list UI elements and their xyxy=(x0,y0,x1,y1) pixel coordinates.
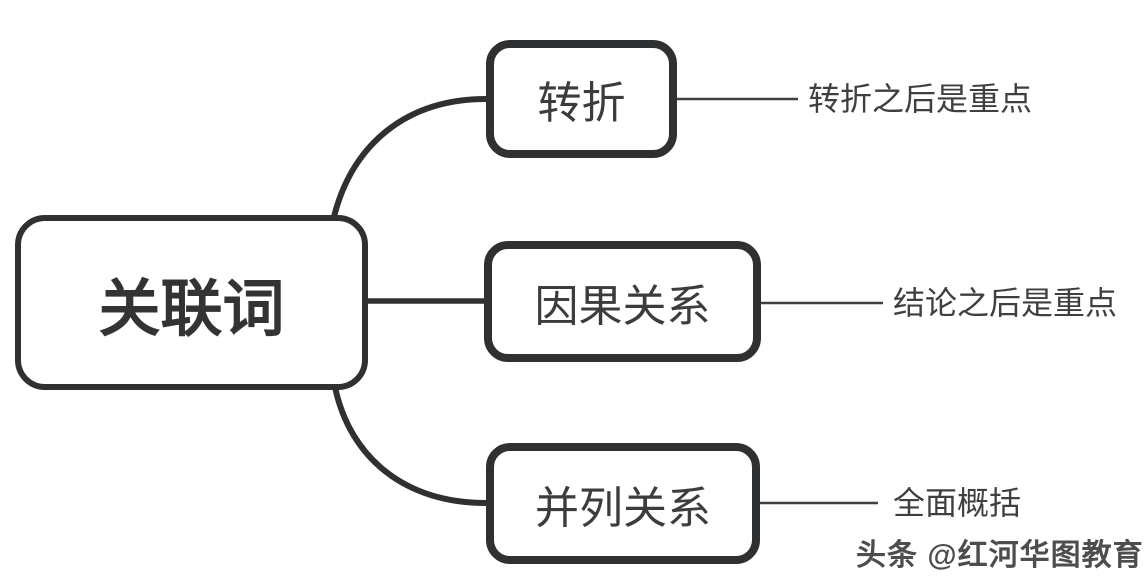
note-transition: 转折之后是重点 xyxy=(808,81,1033,117)
node-cause-effect[interactable]: 因果关系 xyxy=(484,241,761,362)
node-parallel[interactable]: 并列关系 xyxy=(486,443,760,564)
note-cause-effect: 结论之后是重点 xyxy=(893,285,1118,321)
node-cause-effect-label: 因果关系 xyxy=(534,281,711,331)
node-transition[interactable]: 转折 xyxy=(486,40,677,158)
node-root-label: 关联词 xyxy=(98,274,285,344)
connector-root-to-top xyxy=(330,96,489,224)
node-root[interactable]: 关联词 xyxy=(15,215,368,390)
node-parallel-label: 并列关系 xyxy=(535,483,711,533)
node-transition-label: 转折 xyxy=(537,79,626,128)
note-parallel: 全面概括 xyxy=(893,485,1022,521)
watermark: 头条 @红河华图教育 xyxy=(856,539,1144,572)
connector-root-to-bottom xyxy=(332,384,489,506)
